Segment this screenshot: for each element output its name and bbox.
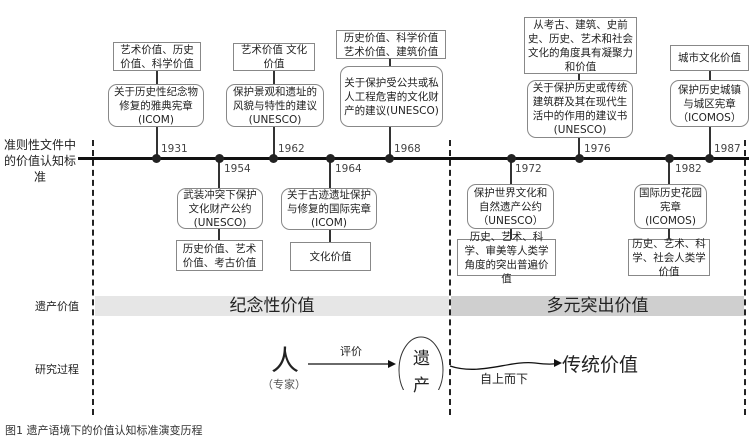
value-box: 历史价值、科学价值艺术价值、建筑价值 xyxy=(336,30,446,59)
process-arrows xyxy=(308,336,562,390)
arrow-head-icon xyxy=(388,360,396,368)
divider-start xyxy=(92,140,94,415)
row-label-heritage-value: 遗产价值 xyxy=(35,300,79,313)
document-box: 关于历史性纪念物修复的雅典宪章(ICOM) xyxy=(108,84,204,127)
figure-caption: 图1 遗产语境下的价值认知标准演变历程 xyxy=(5,424,203,437)
phase-monumental-value: 纪念性价值 xyxy=(95,296,449,316)
result-traditional-value: 传统价值 xyxy=(562,354,639,376)
timeline-dot xyxy=(665,154,674,163)
document-box: 关于保护历史或传统建筑群及其在现代生活中的作用的建议书(UNESCO) xyxy=(527,80,633,138)
timeline-dot xyxy=(152,154,161,163)
document-box: 保护历史城镇与城区宪章（ICOMOS） xyxy=(670,80,749,127)
timeline-dot xyxy=(575,154,584,163)
phase-diverse-outstanding-value: 多元突出价值 xyxy=(451,296,744,316)
year-label: 1968 xyxy=(394,143,421,155)
direction-label: 自上而下 xyxy=(480,372,529,386)
heritage-circle xyxy=(398,336,444,390)
value-box: 从考古、建筑、史前史、历史、艺术和社会文化的角度具有凝聚力和价值 xyxy=(524,17,637,74)
arrow-top-down xyxy=(449,361,559,370)
timeline-dot xyxy=(507,154,516,163)
document-box: 关于古迹遗址保护与修复的国际宪章(ICOM) xyxy=(281,188,377,230)
value-box: 历史、艺术、科学、审美等人类学角度的突出普遍价值 xyxy=(457,231,556,285)
arrow-head-icon xyxy=(554,359,562,367)
value-box: 艺术价值 文化价值 xyxy=(233,43,315,71)
action-label: 评价 xyxy=(340,345,362,358)
document-box: 国际历史花园宪章(ICOMOS) xyxy=(634,184,707,229)
value-box: 艺术价值、历史价值、科学价值 xyxy=(113,42,201,71)
subject-person: 人 xyxy=(271,344,300,377)
timeline-dot xyxy=(215,154,224,163)
year-label: 1982 xyxy=(675,163,702,175)
timeline-dot xyxy=(385,154,394,163)
heritage-char-2: 产 xyxy=(413,376,430,396)
timeline-dot xyxy=(269,154,278,163)
year-label: 1964 xyxy=(335,163,362,175)
document-box: 保护景观和遗址的风貌与特性的建议(UNESCO) xyxy=(226,84,324,127)
year-label: 1987 xyxy=(714,143,741,155)
divider-end xyxy=(744,140,746,415)
value-box: 历史、艺术、科学、社会人类学价值 xyxy=(628,238,710,278)
timeline-axis xyxy=(78,157,749,160)
timeline-dot xyxy=(326,154,335,163)
year-label: 1962 xyxy=(278,143,305,155)
subject-note: （专家） xyxy=(262,378,306,391)
year-label: 1976 xyxy=(584,143,611,155)
heritage-char-1: 遗 xyxy=(413,349,430,369)
row-label-research-process: 研究过程 xyxy=(35,363,79,376)
divider-middle xyxy=(449,140,451,415)
row-label-criteria: 准则性文件中的价值认知标准 xyxy=(4,138,77,184)
year-label: 1931 xyxy=(161,143,188,155)
document-box: 武装冲突下保护文化财产公约(UNESCO) xyxy=(177,188,263,229)
value-box: 文化价值 xyxy=(290,242,371,271)
value-box: 历史价值、艺术价值、考古价值 xyxy=(176,240,263,271)
year-label: 1954 xyxy=(224,163,251,175)
document-box: 保护世界文化和自然遗产公约（UNESCO） xyxy=(467,184,554,229)
year-label: 1972 xyxy=(515,163,542,175)
document-box: 关于保护受公共或私人工程危害的文化财产的建议(UNESCO) xyxy=(340,66,443,127)
timeline-dot xyxy=(705,154,714,163)
value-box: 城市文化价值 xyxy=(670,45,749,71)
